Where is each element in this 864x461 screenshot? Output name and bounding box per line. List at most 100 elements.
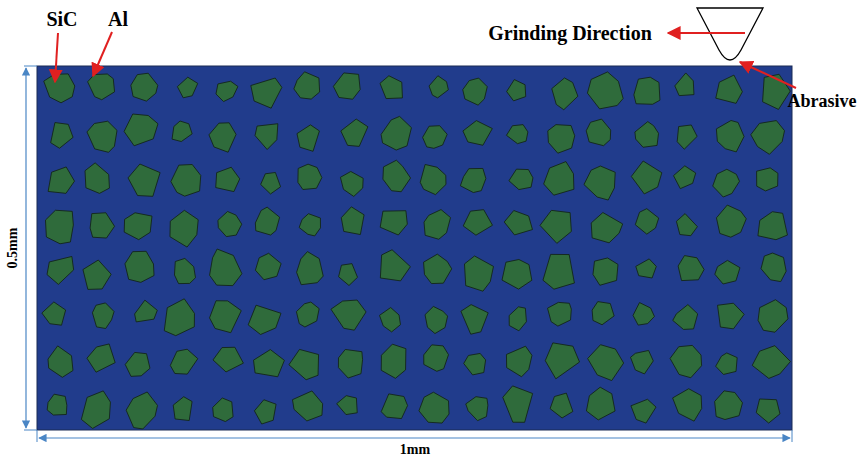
sic-particle [673, 166, 695, 189]
sic-particle [715, 260, 740, 284]
sic-particle [297, 125, 319, 151]
sic-particle [423, 126, 448, 149]
sic-particle [380, 250, 410, 281]
leader-arrow [55, 33, 58, 82]
sic-particle [216, 167, 240, 191]
sic-particle [593, 258, 618, 285]
sic-particle [341, 207, 364, 235]
sic-particle [331, 300, 366, 330]
sic-particle [47, 394, 67, 415]
sic-particle [507, 80, 526, 101]
sic-particle [758, 300, 788, 333]
sic-particle [173, 397, 192, 421]
sic-particle [635, 122, 659, 148]
sic-particle [635, 209, 658, 234]
sic-particle [48, 167, 74, 193]
phase-label: Al [108, 8, 128, 30]
sic-particle [254, 350, 285, 377]
sic-particle [716, 353, 738, 375]
leader-arrow [93, 32, 112, 76]
sic-particle [584, 166, 615, 200]
sic-particle [550, 393, 573, 418]
sic-particle [45, 210, 73, 244]
sic-particle [172, 121, 192, 142]
dimension-label: 1mm [397, 442, 433, 457]
sic-particle [752, 346, 790, 379]
sic-particle [255, 207, 279, 235]
sic-particle [634, 77, 660, 104]
sic-particle [337, 396, 358, 415]
sic-particle [463, 121, 492, 146]
sic-particle [125, 352, 150, 376]
sic-particle [289, 349, 319, 379]
sic-particle [587, 72, 623, 109]
sic-particle [631, 161, 662, 194]
sic-particle [338, 349, 362, 378]
sic-particle [713, 169, 740, 197]
sic-particle [716, 75, 743, 103]
sic-particle [429, 76, 448, 98]
sic-particle [678, 256, 704, 281]
sic-particle [83, 260, 111, 289]
sic-particle [420, 164, 446, 194]
sic-particle [216, 81, 238, 101]
sic-particle [461, 305, 488, 335]
sic-particle [294, 72, 320, 99]
sic-particle [128, 164, 160, 196]
sic-particle [213, 398, 233, 422]
extension-line [24, 66, 37, 67]
dimension-label: 0.5mm [5, 228, 20, 269]
dimension-line [39, 437, 790, 438]
sic-particle [131, 73, 158, 101]
sic-particle [381, 394, 407, 419]
sic-particle [509, 307, 526, 331]
sic-particle [341, 119, 368, 146]
sic-particle [424, 254, 452, 283]
sic-particle [677, 125, 697, 149]
sic-particle [124, 213, 152, 240]
direction-arrow [668, 32, 745, 34]
sic-particle [171, 165, 201, 197]
sic-particle [673, 305, 698, 330]
sic-particle [292, 391, 322, 421]
sic-particle [718, 303, 745, 329]
sic-particle [464, 256, 493, 291]
sic-particle [177, 77, 197, 98]
sic-particle [81, 391, 110, 429]
sic-particle [297, 252, 324, 285]
sic-particle [588, 345, 624, 381]
sic-particle [213, 347, 243, 372]
leader-arrow [740, 62, 796, 88]
extension-line [37, 430, 38, 442]
sic-particle [544, 162, 574, 196]
sic-particle [633, 303, 654, 326]
sic-particle [87, 344, 115, 372]
sic-particle [540, 210, 571, 243]
sic-particle [586, 387, 615, 420]
sic-particle [174, 258, 195, 283]
sic-particle [503, 386, 533, 422]
sic-particle [548, 125, 575, 154]
sic-particle [552, 78, 578, 110]
sic-particle [124, 114, 158, 146]
sic-particle [48, 346, 73, 377]
sic-particle [296, 302, 319, 327]
sic-particle [543, 254, 574, 289]
extension-line [792, 430, 793, 442]
sic-particle [380, 76, 402, 99]
sic-particle [509, 169, 533, 189]
sic-particle [757, 168, 778, 191]
sic-particle [379, 308, 400, 332]
sic-particle [751, 121, 785, 155]
sic-particle [254, 400, 276, 424]
sic-particle [90, 213, 114, 238]
sic-particle [466, 397, 488, 421]
sic-particle [591, 213, 622, 243]
sic-particle [631, 399, 656, 423]
sic-particle [381, 116, 411, 150]
sic-particle [170, 349, 198, 374]
sic-particle [333, 73, 360, 99]
sic-particle [170, 210, 198, 247]
sic-particle [88, 74, 115, 100]
